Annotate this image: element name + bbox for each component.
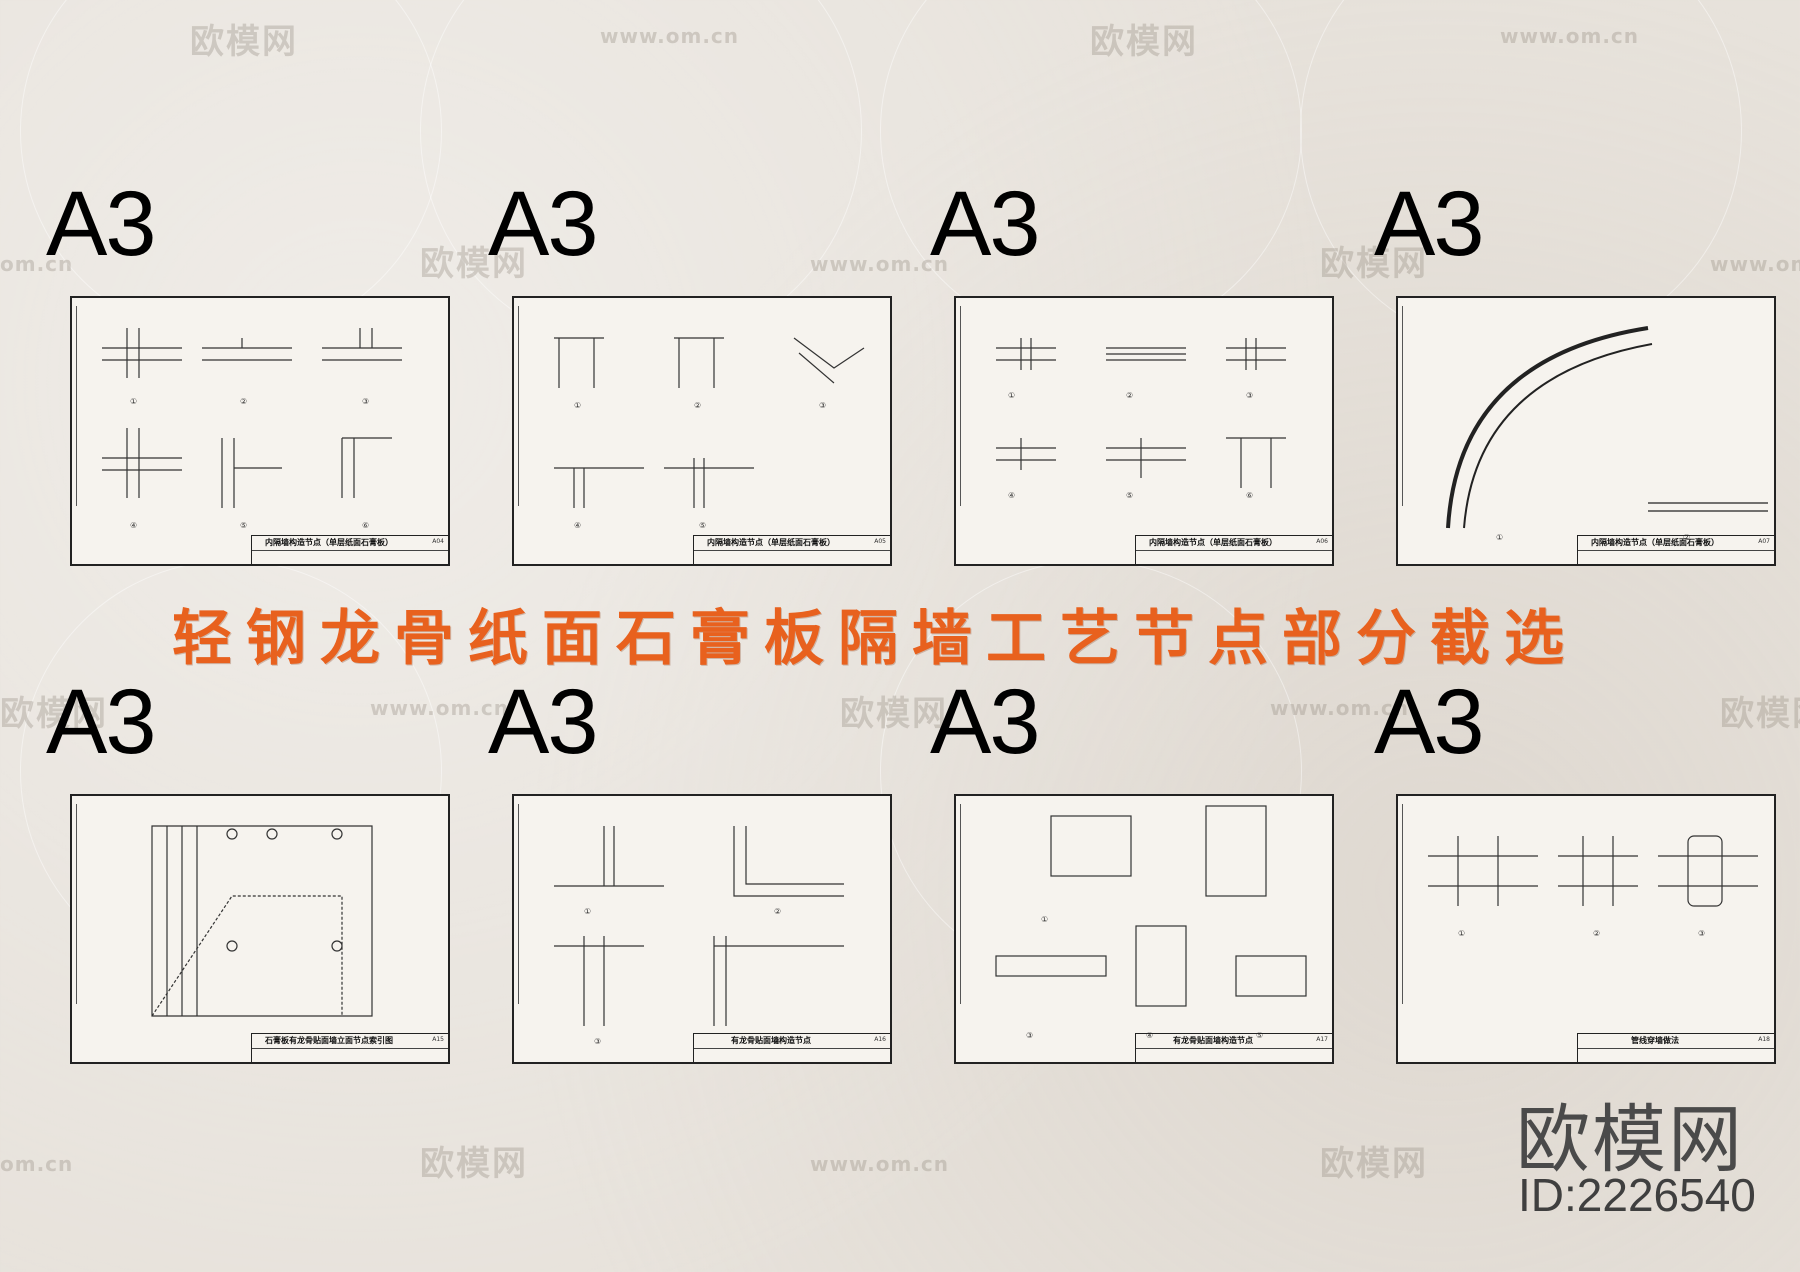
- sheet-number: A06: [1316, 538, 1328, 545]
- svg-text:④: ④: [1146, 1031, 1153, 1040]
- title-block: 内隔墙构造节点（单层纸面石膏板） A07: [1577, 535, 1774, 564]
- svg-text:①: ①: [1008, 391, 1015, 400]
- svg-text:①: ①: [584, 907, 591, 916]
- svg-text:③: ③: [1246, 391, 1253, 400]
- svg-text:①: ①: [1458, 929, 1465, 938]
- paper-size-label: A3: [46, 173, 157, 275]
- watermark-url: www.om.cn: [810, 252, 950, 276]
- svg-text:④: ④: [1008, 491, 1015, 500]
- drawing-sheet: 石膏板有龙骨贴面墙立面节点索引图 A15: [70, 794, 450, 1064]
- detail-drawing: ① ② ③ ④ ⑤: [554, 337, 865, 530]
- sheet-number: A15: [432, 1036, 444, 1043]
- detail-drawing: ① ② ③ ④: [554, 826, 844, 1046]
- watermark-logo: 欧模网: [1090, 22, 1198, 62]
- sheet-title: 石膏板有龙骨贴面墙立面节点索引图: [265, 1036, 393, 1045]
- drawing-sheet: ① ② ③ ④ 有龙骨贴面墙构造节点 A16: [512, 794, 892, 1064]
- watermark-url: www.om.cn: [600, 24, 740, 48]
- paper-size-label: A3: [488, 671, 599, 773]
- detail-drawing: ① ② ③ ④ ⑤ ⑥: [102, 328, 402, 530]
- watermark-url: www.om.cn: [1710, 252, 1800, 276]
- sheet-title: 内隔墙构造节点（单层纸面石膏板）: [265, 538, 393, 547]
- title-block: 内隔墙构造节点（单层纸面石膏板） A04: [251, 535, 448, 564]
- watermark-url: www.om.cn: [810, 1152, 950, 1176]
- svg-text:①: ①: [130, 397, 137, 406]
- svg-text:④: ④: [774, 1037, 781, 1046]
- svg-text:③: ③: [362, 397, 369, 406]
- sheet-title: 内隔墙构造节点（单层纸面石膏板）: [707, 538, 835, 547]
- paper-size-label: A3: [930, 173, 1041, 275]
- drawing-sheet: ① ② ③ ④ ⑤ 内隔墙构造节点（单层纸面石膏板） A05: [512, 296, 892, 566]
- sheet-title: 内隔墙构造节点（单层纸面石膏板）: [1149, 538, 1277, 547]
- paper-size-label: A3: [1374, 671, 1485, 773]
- svg-text:③: ③: [1698, 929, 1705, 938]
- watermark-logo: 欧模网: [420, 1144, 528, 1184]
- paper-size-label: A3: [1374, 173, 1485, 275]
- detail-drawing: [151, 825, 373, 1017]
- svg-text:②: ②: [240, 397, 247, 406]
- svg-text:①: ①: [574, 401, 581, 410]
- sheet-number: A05: [874, 538, 886, 545]
- svg-text:⑤: ⑤: [240, 521, 247, 530]
- svg-text:②: ②: [694, 401, 701, 410]
- drawing-sheet: ① ② ③ ④ ⑤ ⑥ 内隔墙构造节点（单层纸面石膏板） A04: [70, 296, 450, 566]
- paper-size-label: A3: [488, 173, 599, 275]
- watermark-logo: 欧模网: [1720, 694, 1800, 734]
- watermark-url: om.cn: [0, 1152, 74, 1176]
- sheet-number: A17: [1316, 1036, 1328, 1043]
- svg-text:②: ②: [774, 907, 781, 916]
- sheet-title: 有龙骨贴面墙构造节点: [731, 1036, 811, 1045]
- svg-text:⑥: ⑥: [1246, 491, 1253, 500]
- svg-text:⑤: ⑤: [1256, 1031, 1263, 1040]
- svg-text:④: ④: [130, 521, 137, 530]
- watermark-logo: 欧模网: [1320, 1144, 1428, 1184]
- sheet-number: A18: [1758, 1036, 1770, 1043]
- brand-logo: 欧模网: [1516, 1097, 1744, 1183]
- drawing-sheet: ① ③ ④ ⑤ 有龙骨贴面墙构造节点 A17: [954, 794, 1334, 1064]
- svg-text:③: ③: [1026, 1031, 1033, 1040]
- title-block: 有龙骨贴面墙构造节点 A16: [693, 1033, 890, 1062]
- sheet-number: A04: [432, 538, 444, 545]
- paper-size-label: A3: [930, 671, 1041, 773]
- svg-text:③: ③: [819, 401, 826, 410]
- svg-text:②: ②: [1126, 391, 1133, 400]
- page-banner-title: 轻钢龙骨纸面石膏板隔墙工艺节点部分截选: [172, 604, 1578, 674]
- title-block: 管线穿墙做法 A18: [1577, 1033, 1774, 1062]
- title-block: 内隔墙构造节点（单层纸面石膏板） A06: [1135, 535, 1332, 564]
- resource-id: ID:2226540: [1518, 1169, 1756, 1221]
- detail-drawing: ① ② ③ ④ ⑤ ⑥: [996, 338, 1286, 500]
- watermark-url: www.om.cn: [1500, 24, 1640, 48]
- svg-text:②: ②: [1683, 533, 1690, 542]
- svg-text:①: ①: [1041, 915, 1048, 924]
- sheet-title: 管线穿墙做法: [1631, 1036, 1679, 1045]
- sheet-number: A07: [1758, 538, 1770, 545]
- title-block: 有龙骨贴面墙构造节点 A17: [1135, 1033, 1332, 1062]
- sheet-title: 内隔墙构造节点（单层纸面石膏板）: [1591, 538, 1719, 547]
- svg-text:⑤: ⑤: [699, 521, 706, 530]
- drawing-sheet: ① ② ③ 管线穿墙做法 A18: [1396, 794, 1776, 1064]
- sheet-title: 有龙骨贴面墙构造节点: [1173, 1036, 1253, 1045]
- svg-text:④: ④: [574, 521, 581, 530]
- watermark-logo: 欧模网: [190, 22, 298, 62]
- svg-text:⑤: ⑤: [1126, 491, 1133, 500]
- drawing-sheet: ① ② ③ ④ ⑤ ⑥ 内隔墙构造节点（单层纸面石膏板） A06: [954, 296, 1334, 566]
- svg-text:②: ②: [1593, 929, 1600, 938]
- svg-text:①: ①: [1496, 533, 1503, 542]
- detail-drawing: ① ③ ④ ⑤: [995, 805, 1307, 1040]
- detail-drawing: ① ② ③: [1428, 835, 1758, 938]
- paper-size-label: A3: [46, 671, 157, 773]
- svg-text:③: ③: [594, 1037, 601, 1046]
- sheet-number: A16: [874, 1036, 886, 1043]
- title-block: 石膏板有龙骨贴面墙立面节点索引图 A15: [251, 1033, 448, 1062]
- svg-text:⑥: ⑥: [362, 521, 369, 530]
- title-block: 内隔墙构造节点（单层纸面石膏板） A05: [693, 535, 890, 564]
